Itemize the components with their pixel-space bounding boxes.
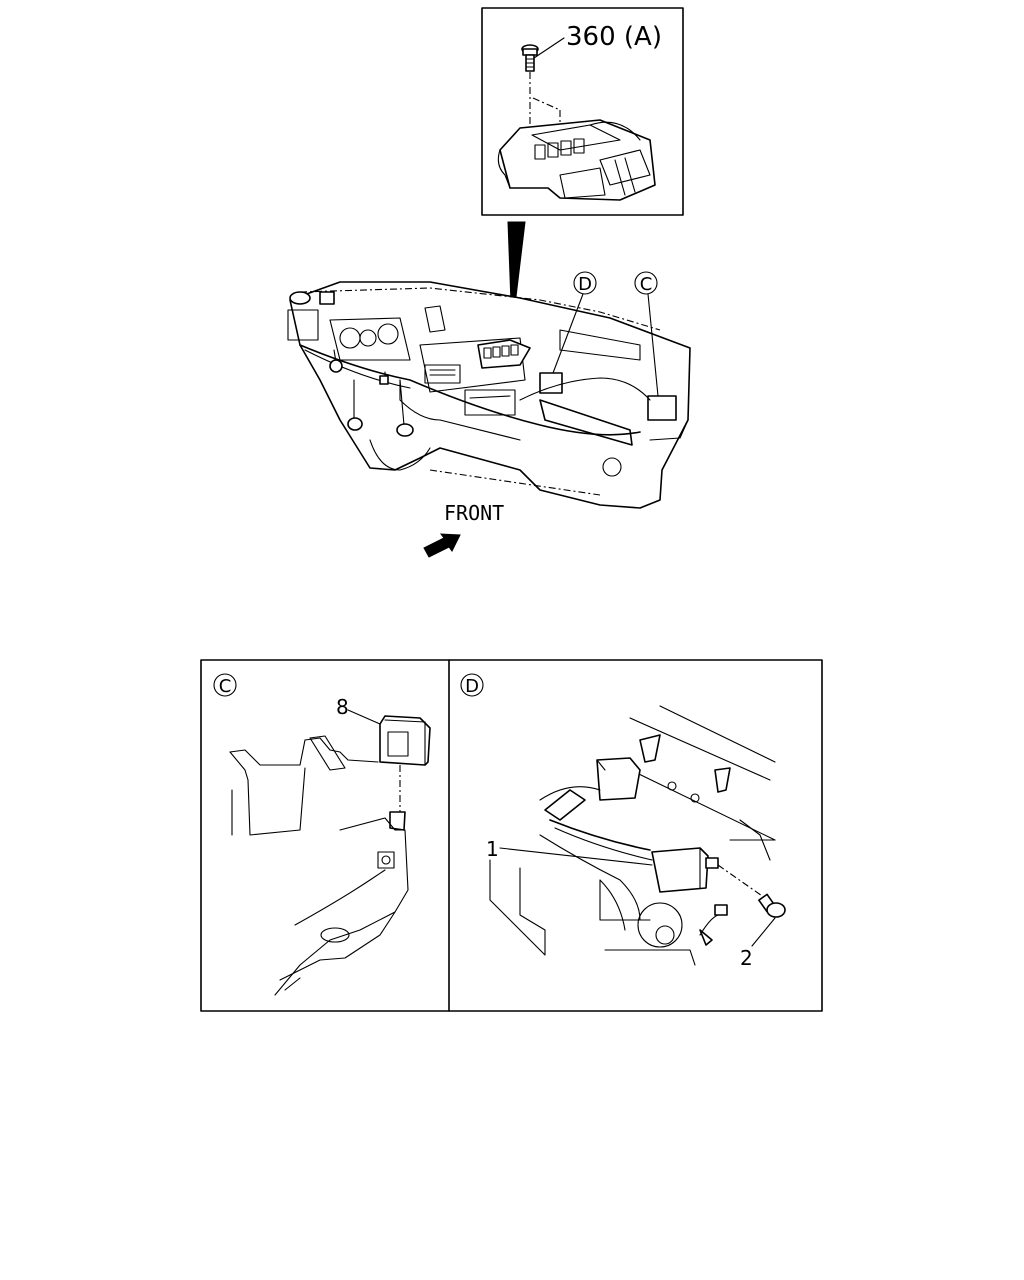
panel-c: C 8 — [213, 673, 431, 996]
center-stack — [419, 337, 526, 393]
relay-8 — [379, 715, 431, 766]
detail-panels-frame — [200, 659, 823, 1012]
junction-block-main — [477, 339, 531, 369]
front-arrow-icon — [423, 533, 461, 558]
panel-d-tag-circle — [460, 673, 484, 697]
relay-1 — [651, 847, 719, 893]
detail-frame — [481, 7, 684, 216]
callout-d-label: D — [578, 274, 592, 295]
callout-c-label: C — [640, 274, 653, 295]
relay-d — [539, 372, 563, 394]
bolt-icon — [521, 44, 539, 72]
panel-d-tag: D — [465, 676, 479, 697]
front-label: FRONT — [444, 501, 504, 525]
panel-c-tag: C — [219, 676, 232, 697]
detail-box-a: 360 (A) — [481, 7, 684, 216]
dashboard-outline — [289, 281, 691, 509]
panel-c-tag-circle — [213, 673, 237, 697]
dashboard-view: D C — [287, 271, 691, 509]
callout-circle-c — [634, 271, 658, 295]
part-label-1: 1 — [486, 837, 499, 861]
junction-block-detail — [497, 119, 656, 201]
part-label-8: 8 — [336, 695, 349, 719]
part-label-2: 2 — [740, 946, 753, 970]
relay-c — [647, 395, 677, 421]
bolt-2-icon — [758, 893, 786, 918]
panel-d: D 1 2 — [460, 673, 786, 970]
instrument-cluster — [329, 317, 411, 361]
wiring-harness — [299, 344, 641, 436]
callout-leader — [533, 37, 565, 59]
callout-circle-d — [573, 271, 597, 295]
callout-360a: 360 (A) — [566, 22, 662, 52]
